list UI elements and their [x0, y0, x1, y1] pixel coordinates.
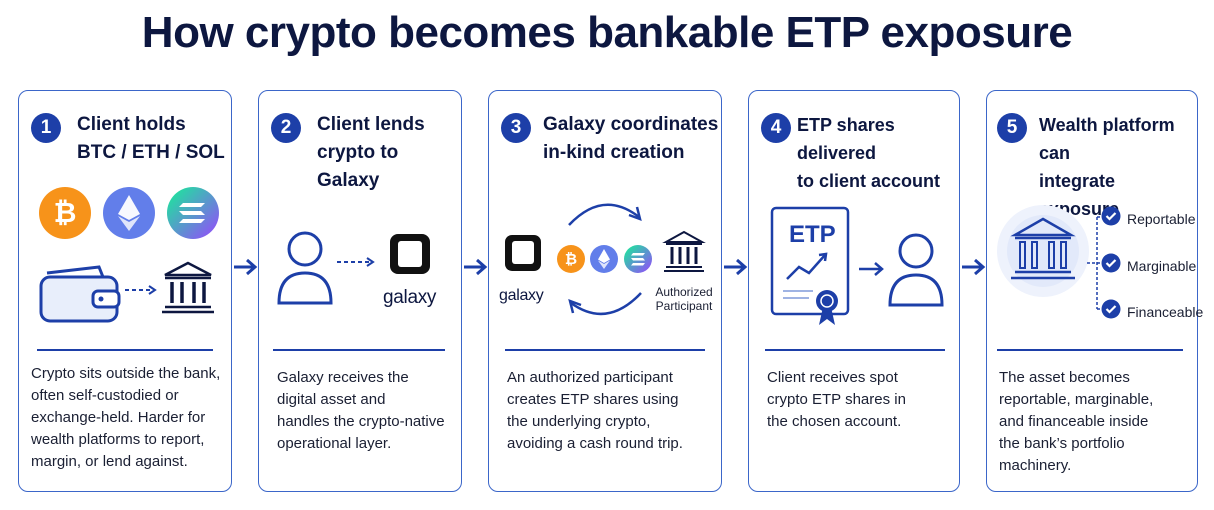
cycle-arrow-top-icon	[563, 197, 647, 229]
benefit-label: Reportable	[1127, 210, 1196, 227]
wallet-icon	[37, 263, 123, 323]
benefit-marginable: Marginable	[1101, 253, 1196, 278]
bitcoin-icon: ₿	[557, 245, 585, 273]
step-number-badge: 1	[31, 113, 61, 143]
flow-arrow-icon	[232, 258, 258, 276]
dashed-arrow-icon	[123, 283, 159, 297]
card-divider	[505, 349, 705, 351]
step-description: The asset becomes reportable, marginable…	[999, 369, 1154, 474]
dashed-arrow-icon	[335, 255, 377, 269]
person-icon	[275, 227, 335, 307]
etp-certificate-icon	[769, 205, 851, 327]
card-divider	[765, 349, 945, 351]
step-heading: Galaxy coordinates in-kind creation	[543, 114, 719, 163]
arrow-right-icon	[857, 261, 885, 277]
ethereum-icon	[589, 244, 619, 274]
step-number-badge: 4	[761, 113, 791, 143]
benefit-financeable: Financeable	[1101, 299, 1203, 324]
benefit-label: Financeable	[1127, 303, 1204, 320]
step-description: Crypto sits outside the bank, often self…	[31, 365, 221, 470]
step-description: An authorized participant creates ETP sh…	[507, 369, 683, 452]
galaxy-wordmark: galaxy	[499, 287, 544, 304]
step-heading: Client lends crypto to Galaxy	[317, 114, 425, 191]
step-description: Galaxy receives the digital asset and ha…	[277, 369, 445, 452]
bank-icon	[159, 259, 217, 317]
step-card-5: 5 Wealth platform can integrate exposure	[986, 90, 1203, 492]
solana-icon	[623, 244, 653, 274]
flow-arrow-icon	[462, 258, 488, 276]
check-icon	[1101, 206, 1121, 231]
person-icon	[887, 229, 945, 309]
ethereum-icon	[101, 185, 157, 241]
step-heading: ETP shares delivered to client account	[797, 115, 941, 191]
card-divider	[997, 349, 1183, 351]
check-icon	[1101, 299, 1121, 324]
step-card-2: 2 Client lends crypto to Galaxy galaxy G…	[258, 90, 462, 492]
step-description: Client receives spot crypto ETP shares i…	[767, 369, 906, 430]
step-card-3: 3 Galaxy coordinates in-kind creation ga…	[488, 90, 722, 492]
flow-arrow-icon	[722, 258, 748, 276]
card-divider	[273, 349, 445, 351]
step-number-badge: 3	[501, 113, 531, 143]
card-divider	[37, 349, 213, 351]
benefit-label: Marginable	[1127, 257, 1197, 274]
galaxy-logo-icon	[387, 231, 433, 277]
etp-label: ETP	[789, 221, 836, 248]
step-card-1: 1 Client holds BTC / ETH / SOL ₿	[18, 90, 232, 492]
benefit-reportable: Reportable	[1101, 206, 1196, 231]
step-heading: Client holds BTC / ETH / SOL	[77, 114, 225, 163]
step-card-4: 4 ETP shares delivered to client account…	[748, 90, 960, 492]
check-icon	[1101, 253, 1121, 278]
authorized-participant-label: Authorized Participant	[655, 285, 713, 313]
solana-icon	[165, 185, 221, 241]
step-number-badge: 5	[997, 113, 1027, 143]
bank-icon	[661, 229, 707, 275]
diagram-title: How crypto becomes bankable ETP exposure	[141, 8, 1073, 57]
galaxy-wordmark: galaxy	[383, 287, 437, 308]
bitcoin-icon: ₿	[39, 187, 91, 239]
bank-icon	[995, 203, 1091, 299]
galaxy-logo-icon	[503, 233, 543, 273]
cycle-arrow-bottom-icon	[563, 289, 647, 321]
step-number-badge: 2	[271, 113, 301, 143]
flow-arrow-icon	[960, 258, 986, 276]
